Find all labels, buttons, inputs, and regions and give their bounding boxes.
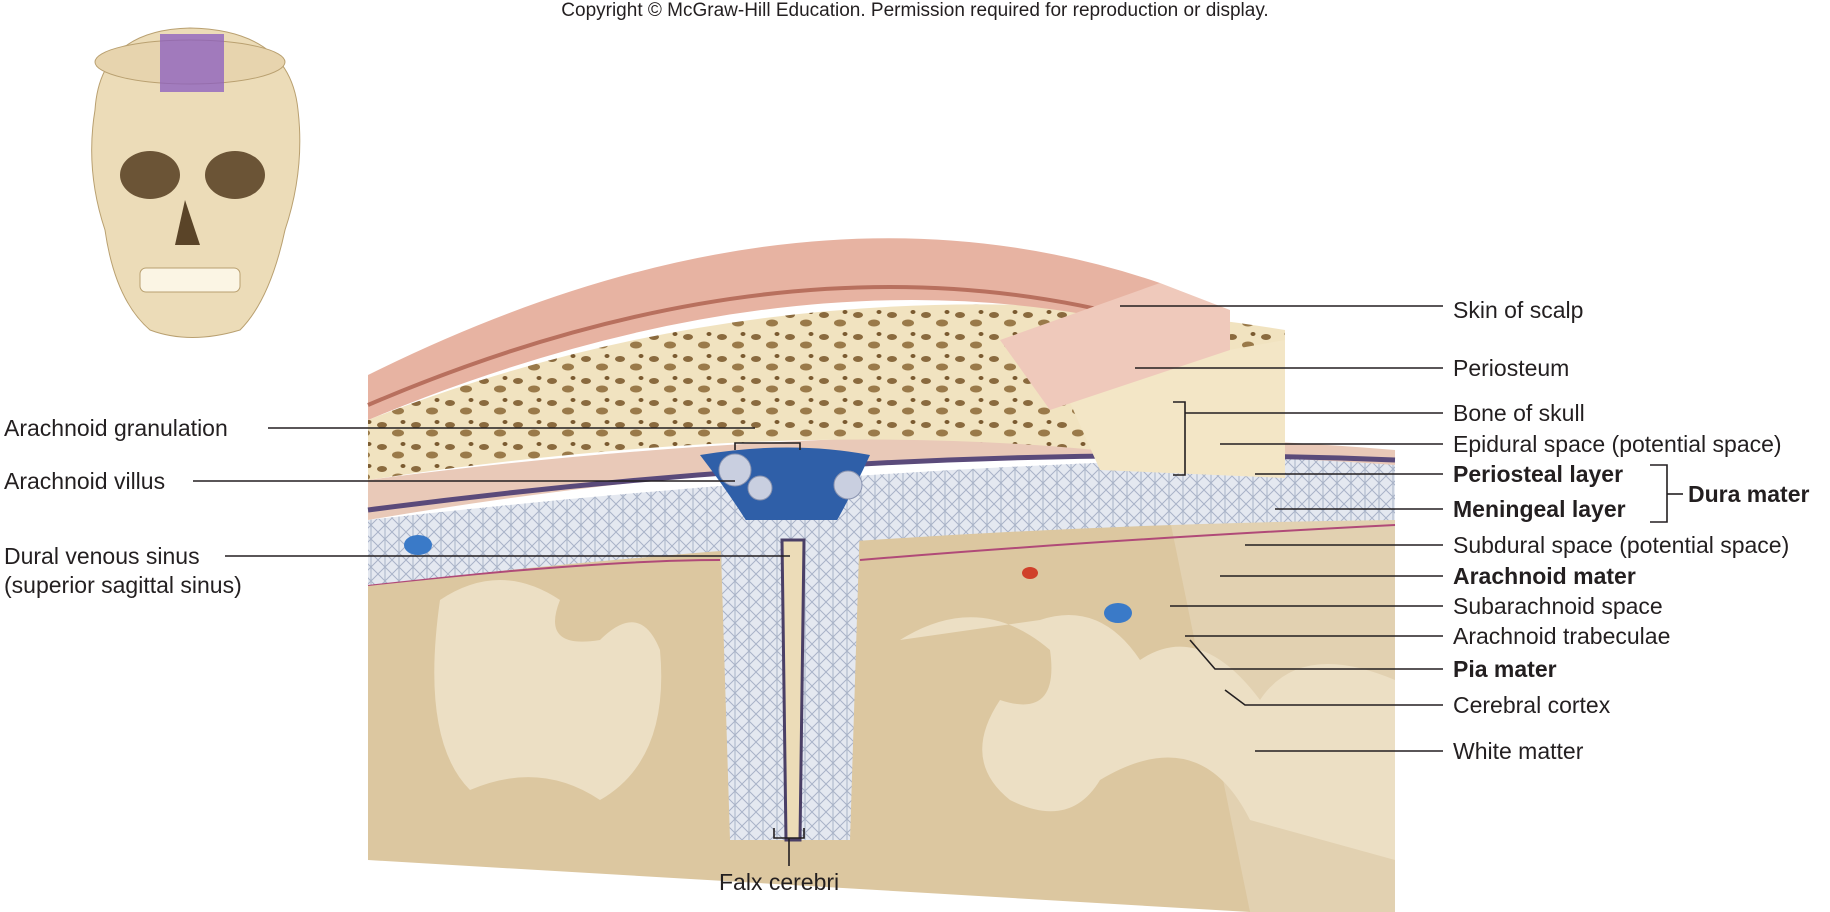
label-cerebral-cortex: Cerebral cortex <box>1453 692 1611 718</box>
label-superior-sagittal-sinus: (superior sagittal sinus) <box>4 572 242 598</box>
label-subarachnoid-space: Subarachnoid space <box>1453 593 1663 619</box>
label-periosteal-layer: Periosteal layer <box>1453 461 1624 487</box>
skull-thumbnail <box>91 27 301 338</box>
label-pia-mater: Pia mater <box>1453 656 1557 682</box>
label-dura-mater: Dura mater <box>1688 481 1810 507</box>
label-skin-of-scalp: Skin of scalp <box>1453 297 1584 323</box>
highlight-region <box>160 34 224 92</box>
label-subdural-space: Subdural space (potential space) <box>1453 532 1790 558</box>
label-arachnoid-trabeculae: Arachnoid trabeculae <box>1453 623 1671 649</box>
label-falx-cerebri: Falx cerebri <box>719 869 840 895</box>
label-white-matter: White matter <box>1453 738 1584 764</box>
leader-lines <box>193 305 1683 866</box>
label-arachnoid-granulation: Arachnoid granulation <box>4 415 228 441</box>
label-periosteum: Periosteum <box>1453 355 1570 381</box>
label-dural-venous-sinus: Dural venous sinus <box>4 543 200 569</box>
label-epidural-space: Epidural space (potential space) <box>1453 431 1782 457</box>
label-arachnoid-mater: Arachnoid mater <box>1453 563 1636 589</box>
label-bone-of-skull: Bone of skull <box>1453 400 1585 426</box>
label-meningeal-layer: Meningeal layer <box>1453 496 1626 522</box>
label-arachnoid-villus: Arachnoid villus <box>4 468 166 494</box>
copyright-notice: Copyright © McGraw-Hill Education. Permi… <box>561 0 1269 21</box>
